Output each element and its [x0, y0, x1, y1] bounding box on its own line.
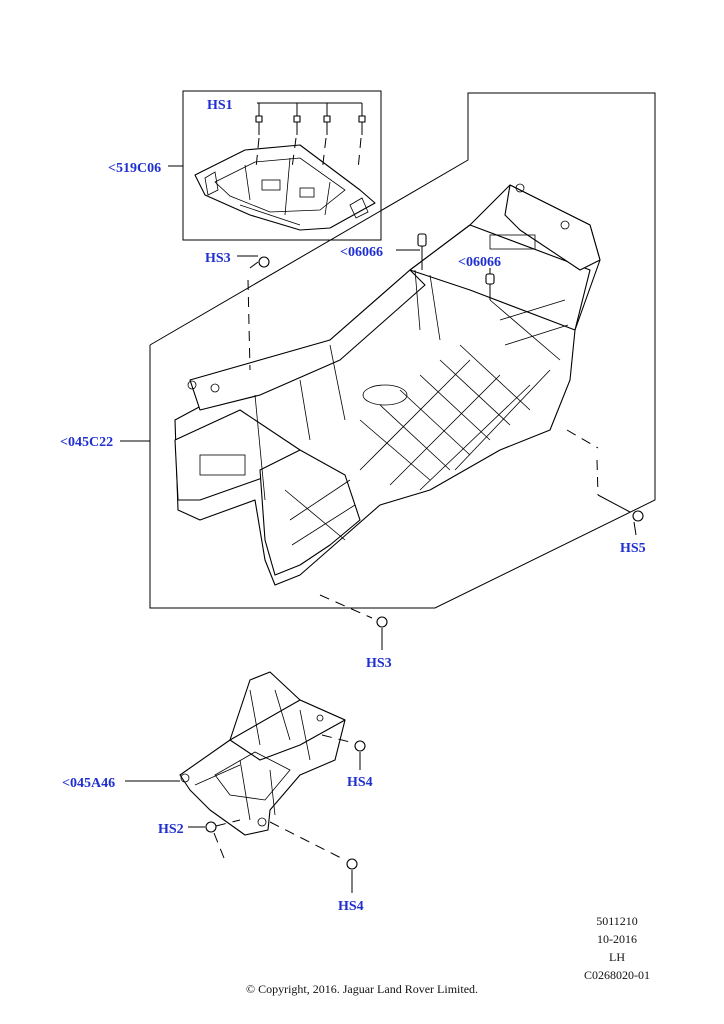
meta-date: 10-2016: [597, 932, 637, 946]
label-part-06066-a: <06066: [340, 245, 383, 260]
hs2-screw: [188, 819, 241, 859]
label-hs1: HS1: [207, 98, 233, 113]
hs1-bolt-3: [321, 103, 331, 173]
hs1-bolt-4: [357, 103, 366, 171]
console-045c22-drawing: [174, 183, 601, 586]
meta-side: LH: [609, 950, 625, 964]
meta-illustration: C0268020-01: [584, 968, 650, 982]
copyright-notice: © Copyright, 2016. Jaguar Land Rover Lim…: [245, 982, 479, 996]
label-hs3-top: HS3: [205, 251, 231, 266]
hs3-top-screw: [237, 255, 270, 371]
part-06066-a-drawing: [396, 233, 427, 270]
label-hs4-lower: HS4: [338, 899, 364, 914]
part-06066-b-drawing: [485, 268, 495, 300]
label-hs2: HS2: [158, 822, 184, 837]
bracket-519c06-drawing: [194, 144, 376, 231]
label-bracket-045a46: <045A46: [62, 776, 115, 791]
hs1-bolt-1: [255, 103, 263, 169]
hs5-screw: [566, 429, 644, 536]
bracket-045a46-drawing: [179, 671, 346, 836]
console-rib-lattice: [284, 299, 569, 546]
hs4-upper-screw: [321, 734, 366, 770]
hs4-lower-screw: [269, 821, 358, 893]
label-hs5: HS5: [620, 541, 646, 556]
hs3-bottom-screw: [319, 594, 388, 650]
label-bracket-519c06: <519C06: [108, 161, 161, 176]
main-frame-console: [149, 92, 656, 609]
meta-code: 5011210: [596, 914, 638, 928]
label-hs4-upper: HS4: [347, 775, 373, 790]
hs1-bolts: [255, 102, 366, 173]
label-part-06066-b: <06066: [458, 255, 501, 270]
hs1-bolt-2: [291, 103, 301, 169]
label-hs3-bottom: HS3: [366, 656, 392, 671]
label-console-045c22: <045C22: [60, 435, 113, 450]
